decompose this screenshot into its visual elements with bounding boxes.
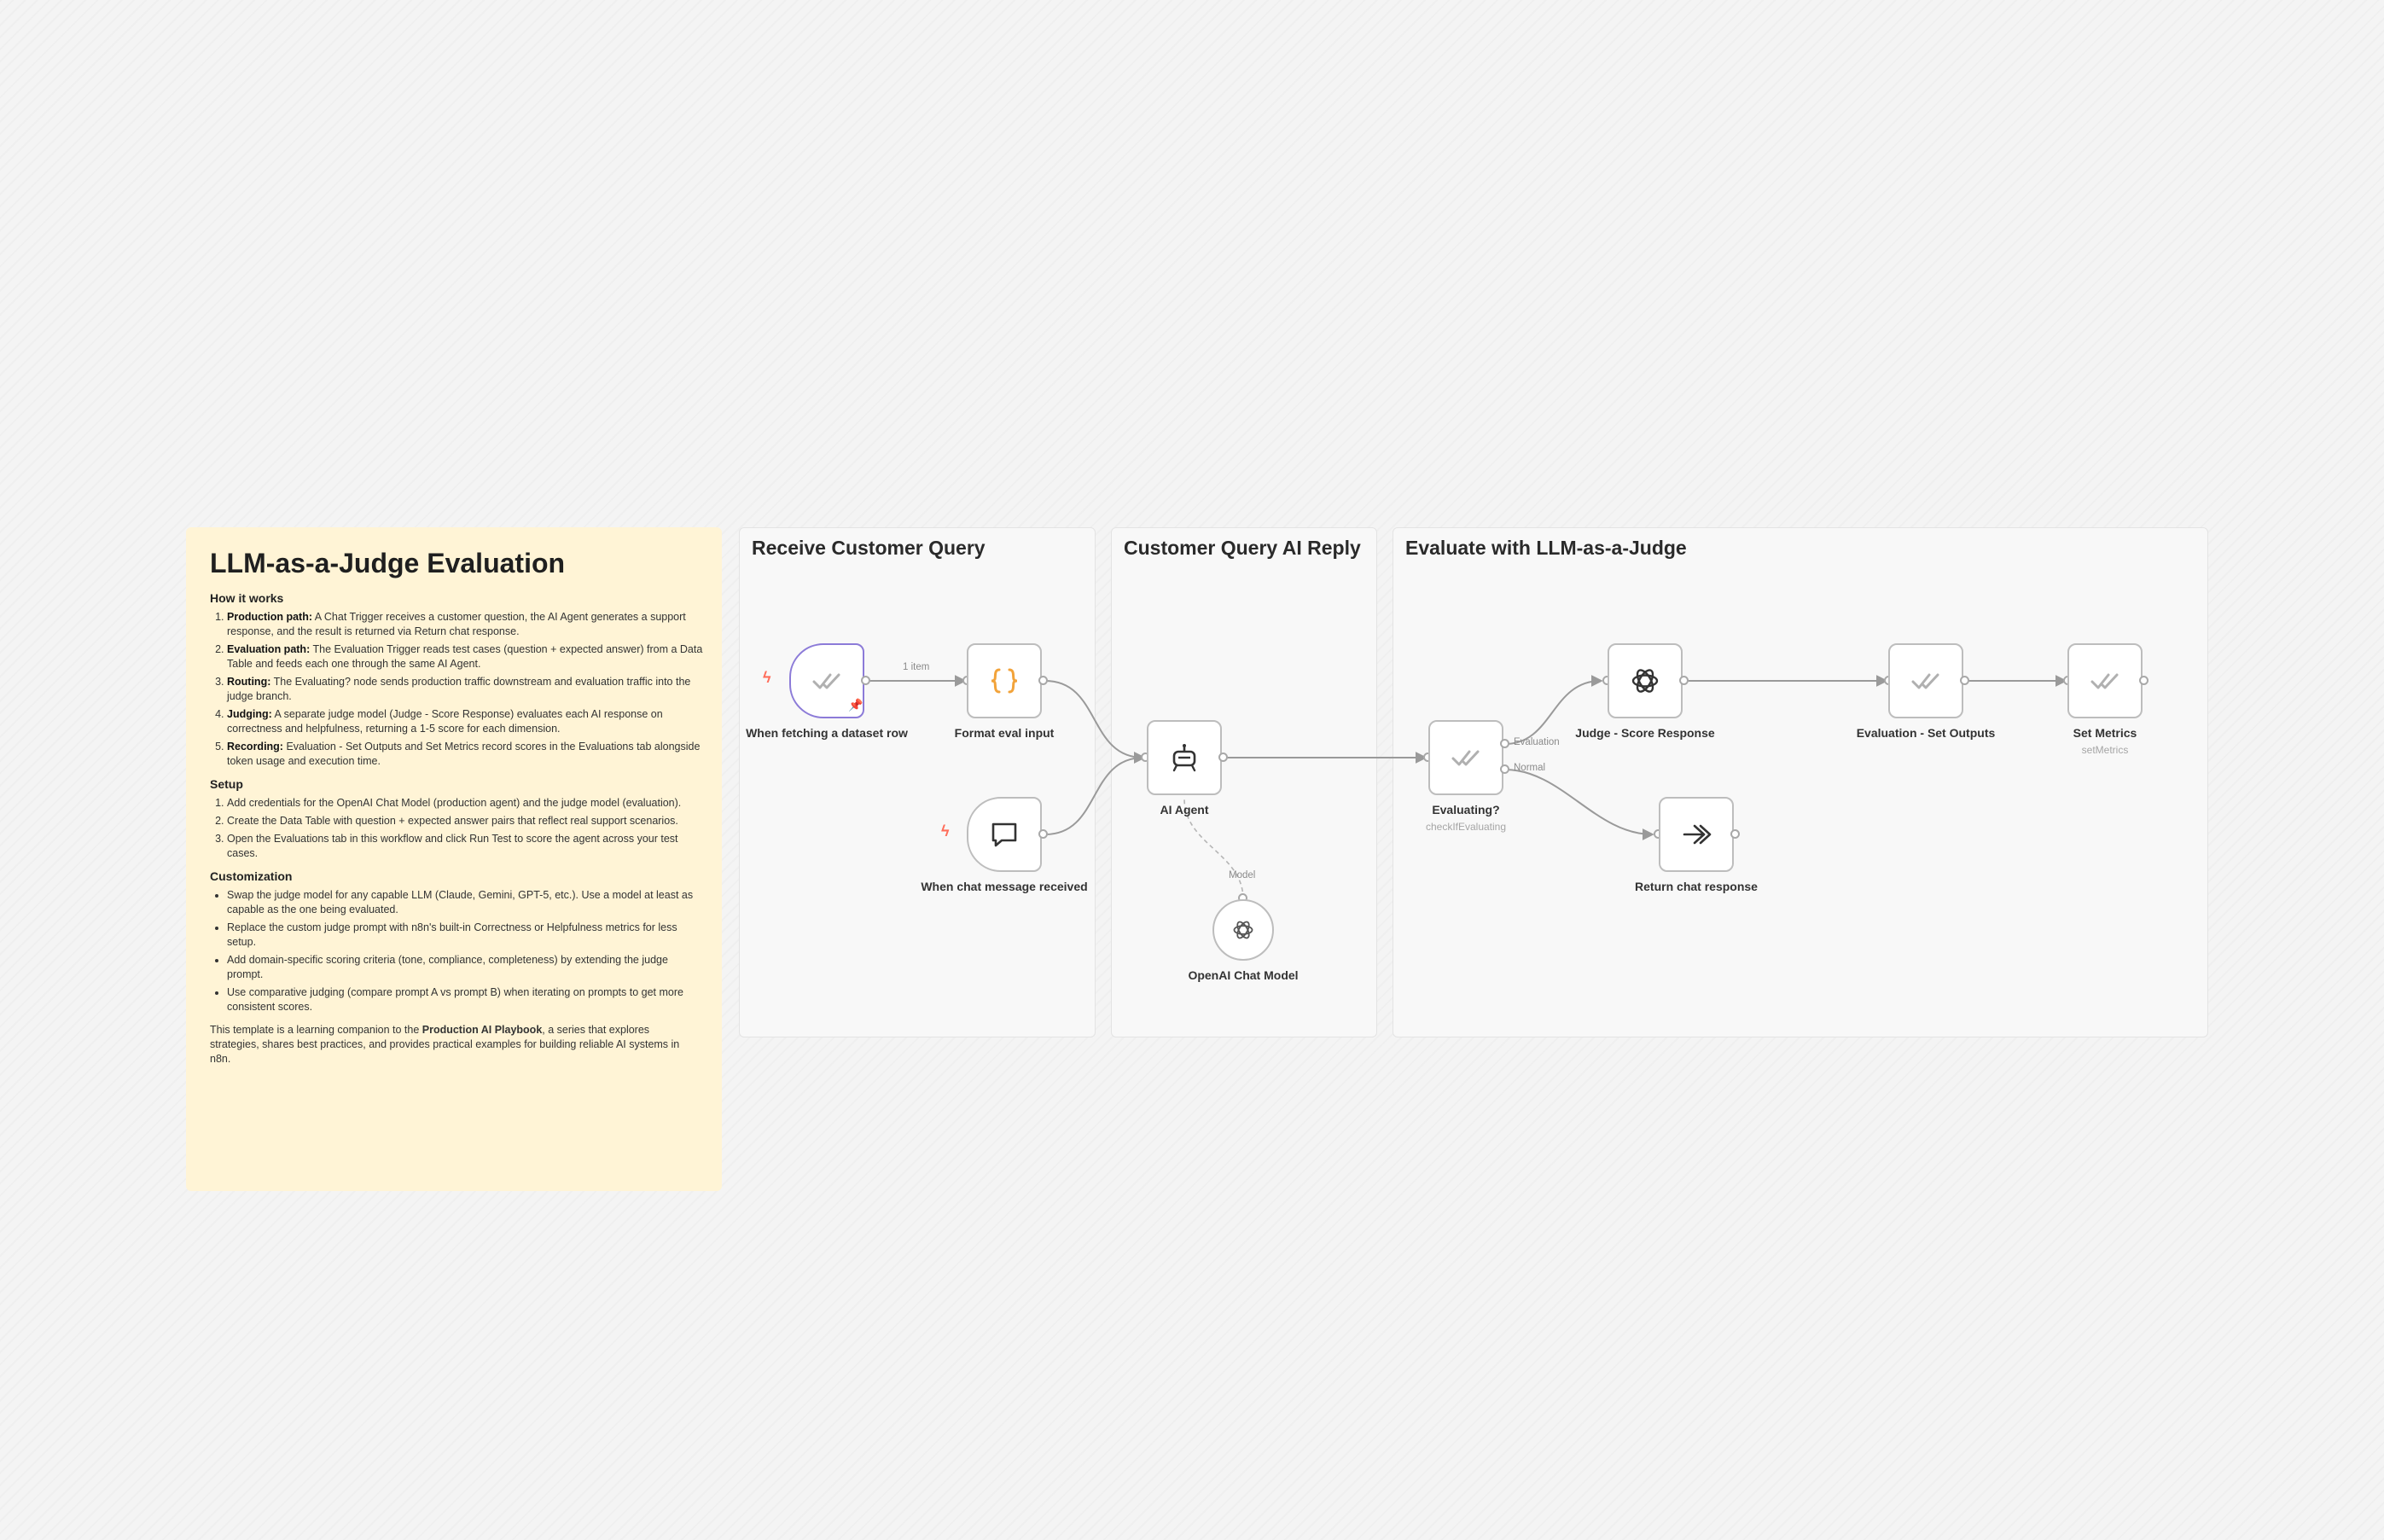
list-item-text: Evaluation - Set Outputs and Set Metrics… (227, 741, 701, 767)
code-braces-icon (991, 668, 1018, 694)
node-chat-trigger[interactable] (967, 797, 1042, 872)
node-label: Return chat response (1635, 880, 1758, 893)
list-item: Judging: A separate judge model (Judge -… (227, 707, 710, 736)
list-item: Create the Data Table with question + ex… (227, 814, 710, 828)
edge-label-model: Model (1229, 870, 1256, 880)
note-setup-list: Add credentials for the OpenAI Chat Mode… (198, 796, 710, 861)
node-label: When chat message received (921, 880, 1088, 893)
node-ai-agent[interactable] (1147, 720, 1222, 795)
output-handle[interactable] (1038, 829, 1048, 839)
list-item: Evaluation path: The Evaluation Trigger … (227, 642, 710, 671)
list-item: Add domain-specific scoring criteria (to… (227, 953, 710, 982)
output-handle[interactable] (1730, 829, 1740, 839)
section-title: Evaluate with LLM-as-a-Judge (1405, 537, 1687, 559)
node-label: Judge - Score Response (1575, 726, 1715, 740)
list-item-text: The Evaluation Trigger reads test cases … (227, 643, 703, 670)
list-item-text: A Chat Trigger receives a customer quest… (227, 611, 686, 637)
footer-text: This template is a learning companion to… (210, 1024, 422, 1036)
list-item: Add credentials for the OpenAI Chat Mode… (227, 796, 710, 811)
node-sublabel: checkIfEvaluating (1425, 821, 1507, 833)
node-label: AI Agent (1160, 803, 1209, 816)
edge-label-normal: Normal (1514, 763, 1546, 773)
robot-icon (1172, 744, 1196, 772)
note-setup-heading: Setup (210, 777, 243, 791)
note-custom-list: Swap the judge model for any capable LLM… (198, 888, 710, 1014)
list-item-bold: Evaluation path: (227, 643, 311, 655)
trigger-bolt-icon: ϟ (941, 822, 950, 840)
list-item-bold: Judging: (227, 708, 272, 720)
node-label: When fetching a dataset row (746, 726, 908, 740)
openai-icon (1233, 921, 1253, 939)
section-receive-customer-query[interactable]: Receive Customer Query (739, 527, 1096, 1037)
node-label: OpenAI Chat Model (1188, 968, 1299, 982)
output-handle-normal[interactable] (1500, 764, 1509, 774)
node-evaluating[interactable] (1428, 720, 1503, 795)
edge-label-items: 1 item (903, 662, 930, 672)
footer-bold: Production AI Playbook (422, 1024, 543, 1036)
node-label: Format eval input (954, 726, 1055, 740)
list-item: Recording: Evaluation - Set Outputs and … (227, 740, 710, 769)
list-item-text: The Evaluating? node sends production tr… (227, 676, 691, 702)
list-item: Routing: The Evaluating? node sends prod… (227, 675, 710, 704)
section-title: Customer Query AI Reply (1124, 537, 1361, 559)
list-item: Replace the custom judge prompt with n8n… (227, 921, 710, 950)
output-handle[interactable] (1218, 753, 1228, 762)
sticky-note[interactable]: LLM-as-a-Judge Evaluation How it works P… (186, 527, 722, 1191)
list-item-bold: Recording: (227, 741, 283, 753)
list-item: Open the Evaluations tab in this workflo… (227, 832, 710, 861)
evaluation-check-icon (1911, 673, 1939, 689)
list-item: Swap the judge model for any capable LLM… (227, 888, 710, 917)
note-how-heading: How it works (210, 591, 284, 605)
node-set-metrics[interactable] (2067, 643, 2143, 718)
list-item-bold: Routing: (227, 676, 271, 688)
node-label: Set Metrics (2073, 726, 2137, 740)
evaluation-check-icon (1451, 750, 1480, 766)
note-how-list: Production path: A Chat Trigger receives… (198, 610, 710, 769)
node-format-eval-input[interactable] (967, 643, 1042, 718)
output-handle[interactable] (1960, 676, 1969, 685)
node-return-chat-response[interactable] (1659, 797, 1734, 872)
note-footer: This template is a learning companion to… (210, 1023, 710, 1066)
openai-icon (1631, 669, 1659, 693)
node-openai-chat-model[interactable] (1212, 899, 1274, 961)
output-handle-evaluation[interactable] (1500, 739, 1509, 748)
chat-bubble-icon (991, 822, 1017, 847)
section-evaluate-with-llm-judge[interactable]: Evaluate with LLM-as-a-Judge (1393, 527, 2208, 1037)
output-handle[interactable] (1679, 676, 1689, 685)
list-item: Use comparative judging (compare prompt … (227, 985, 710, 1014)
output-handle[interactable] (861, 676, 870, 685)
note-custom-heading: Customization (210, 869, 293, 883)
output-handle[interactable] (1038, 676, 1048, 685)
note-title: LLM-as-a-Judge Evaluation (210, 548, 566, 578)
node-evaluation-set-outputs[interactable] (1888, 643, 1963, 718)
double-arrow-icon (1683, 824, 1712, 845)
node-label: Evaluation - Set Outputs (1856, 726, 1996, 740)
evaluation-check-icon (2090, 673, 2119, 689)
footer-text: , a series that explores strategies, sha… (210, 1024, 680, 1065)
evaluation-check-icon (812, 673, 840, 689)
node-sublabel: setMetrics (2081, 744, 2129, 756)
list-item-bold: Production path: (227, 611, 312, 623)
list-item: Production path: A Chat Trigger receives… (227, 610, 710, 639)
trigger-bolt-icon: ϟ (763, 669, 771, 686)
node-label: Evaluating? (1432, 803, 1500, 816)
list-item-text: A separate judge model (Judge - Score Re… (227, 708, 663, 735)
section-title: Receive Customer Query (752, 537, 986, 559)
node-judge-score-response[interactable] (1608, 643, 1683, 718)
output-handle[interactable] (2139, 676, 2149, 685)
pin-icon[interactable]: 📌 (848, 698, 863, 712)
edge-label-evaluation: Evaluation (1514, 737, 1560, 747)
